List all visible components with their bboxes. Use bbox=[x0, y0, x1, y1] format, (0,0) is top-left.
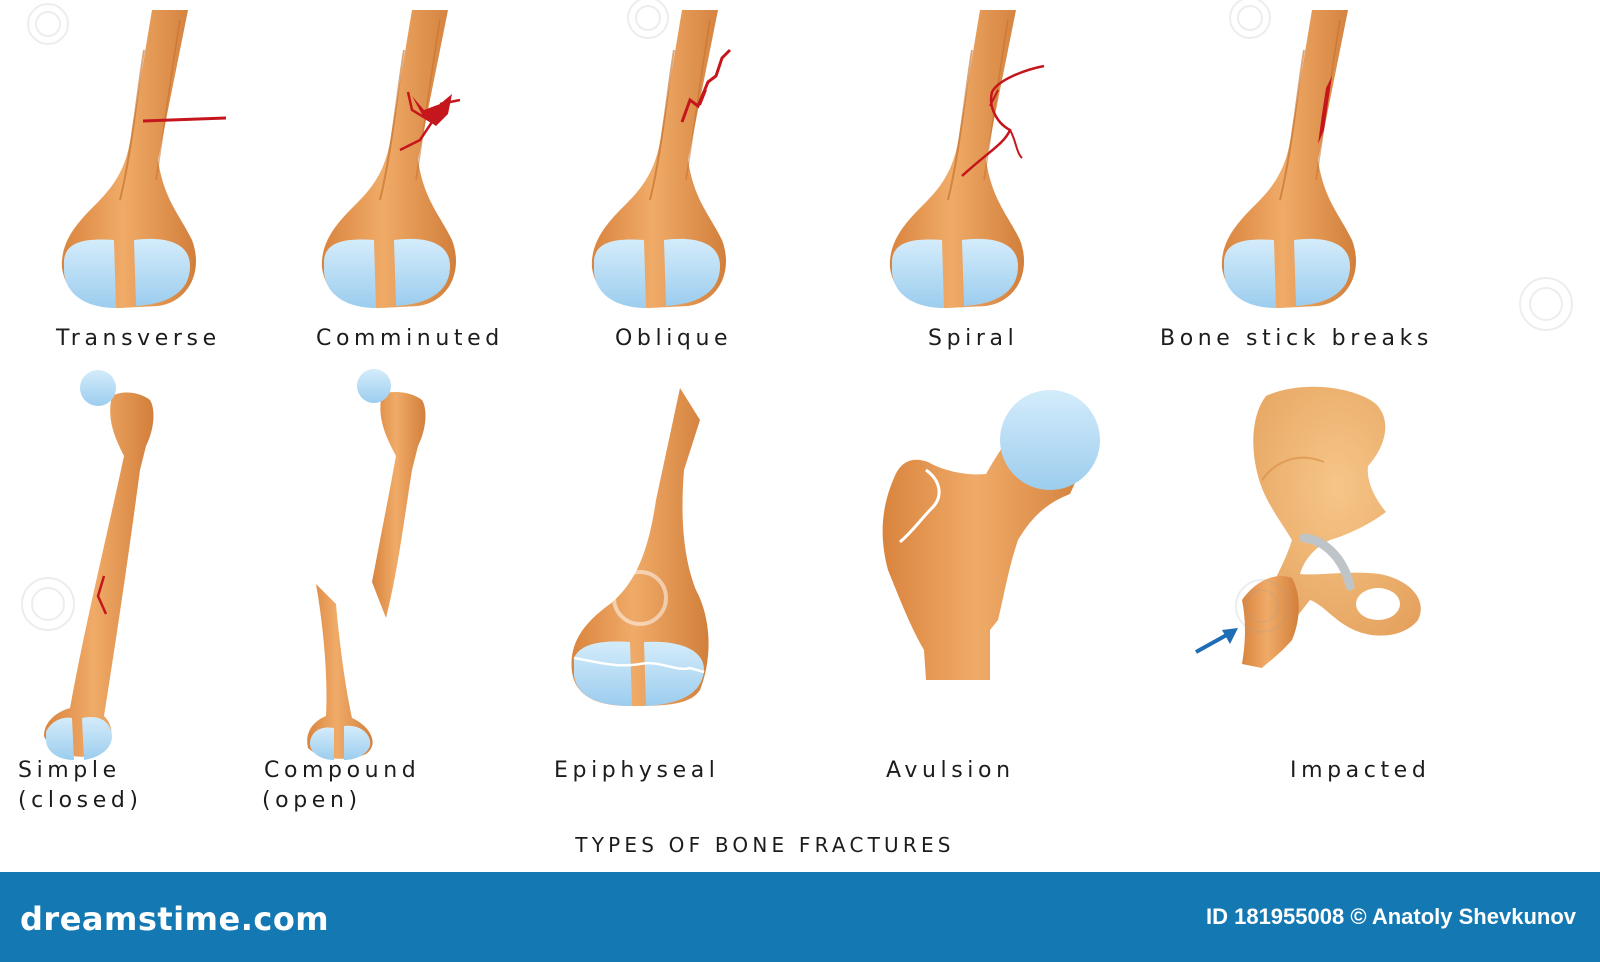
compound-label: Compound bbox=[264, 758, 421, 783]
diagram-title: TYPES OF BONE FRACTURES bbox=[575, 833, 955, 857]
compound-open-fracture-illustration bbox=[307, 369, 426, 760]
avulsion-label: Avulsion bbox=[886, 758, 1015, 783]
bone-stick-breaks-label: Bone stick breaks bbox=[1160, 326, 1433, 351]
impacted-label: Impacted bbox=[1290, 758, 1431, 783]
spiral-label: Spiral bbox=[928, 326, 1019, 351]
watermark-footer-bar: dreamstime.com ID 181955008 © Anatoly Sh… bbox=[0, 872, 1600, 962]
oblique-label: Oblique bbox=[615, 326, 733, 351]
watermark-swirl-icon bbox=[21, 0, 1573, 633]
spiral-fracture-illustration bbox=[888, 9, 1045, 309]
compound-open-label: (open) bbox=[262, 788, 362, 813]
simple-label: Simple bbox=[18, 758, 121, 783]
oblique-fracture-illustration bbox=[590, 9, 732, 309]
image-credit: ID 181955008 © Anatoly Shevkunov bbox=[1205, 904, 1576, 929]
transverse-fracture-illustration bbox=[60, 9, 227, 309]
simple-closed-fracture-illustration bbox=[44, 370, 154, 760]
impacted-fracture-illustration bbox=[1195, 386, 1421, 668]
transverse-label: Transverse bbox=[56, 326, 221, 351]
avulsion-fracture-illustration bbox=[882, 390, 1100, 680]
simple-closed-label: (closed) bbox=[18, 788, 143, 813]
epiphyseal-label: Epiphyseal bbox=[554, 758, 720, 783]
epiphyseal-fracture-illustration bbox=[571, 388, 709, 706]
comminuted-label: Comminuted bbox=[316, 326, 504, 351]
comminuted-fracture-illustration bbox=[320, 9, 461, 309]
bone-fractures-diagram bbox=[21, 0, 1573, 760]
bone-stick-breaks-illustration bbox=[1220, 9, 1358, 309]
brand-logo-text: dreamstime.com bbox=[20, 900, 330, 938]
